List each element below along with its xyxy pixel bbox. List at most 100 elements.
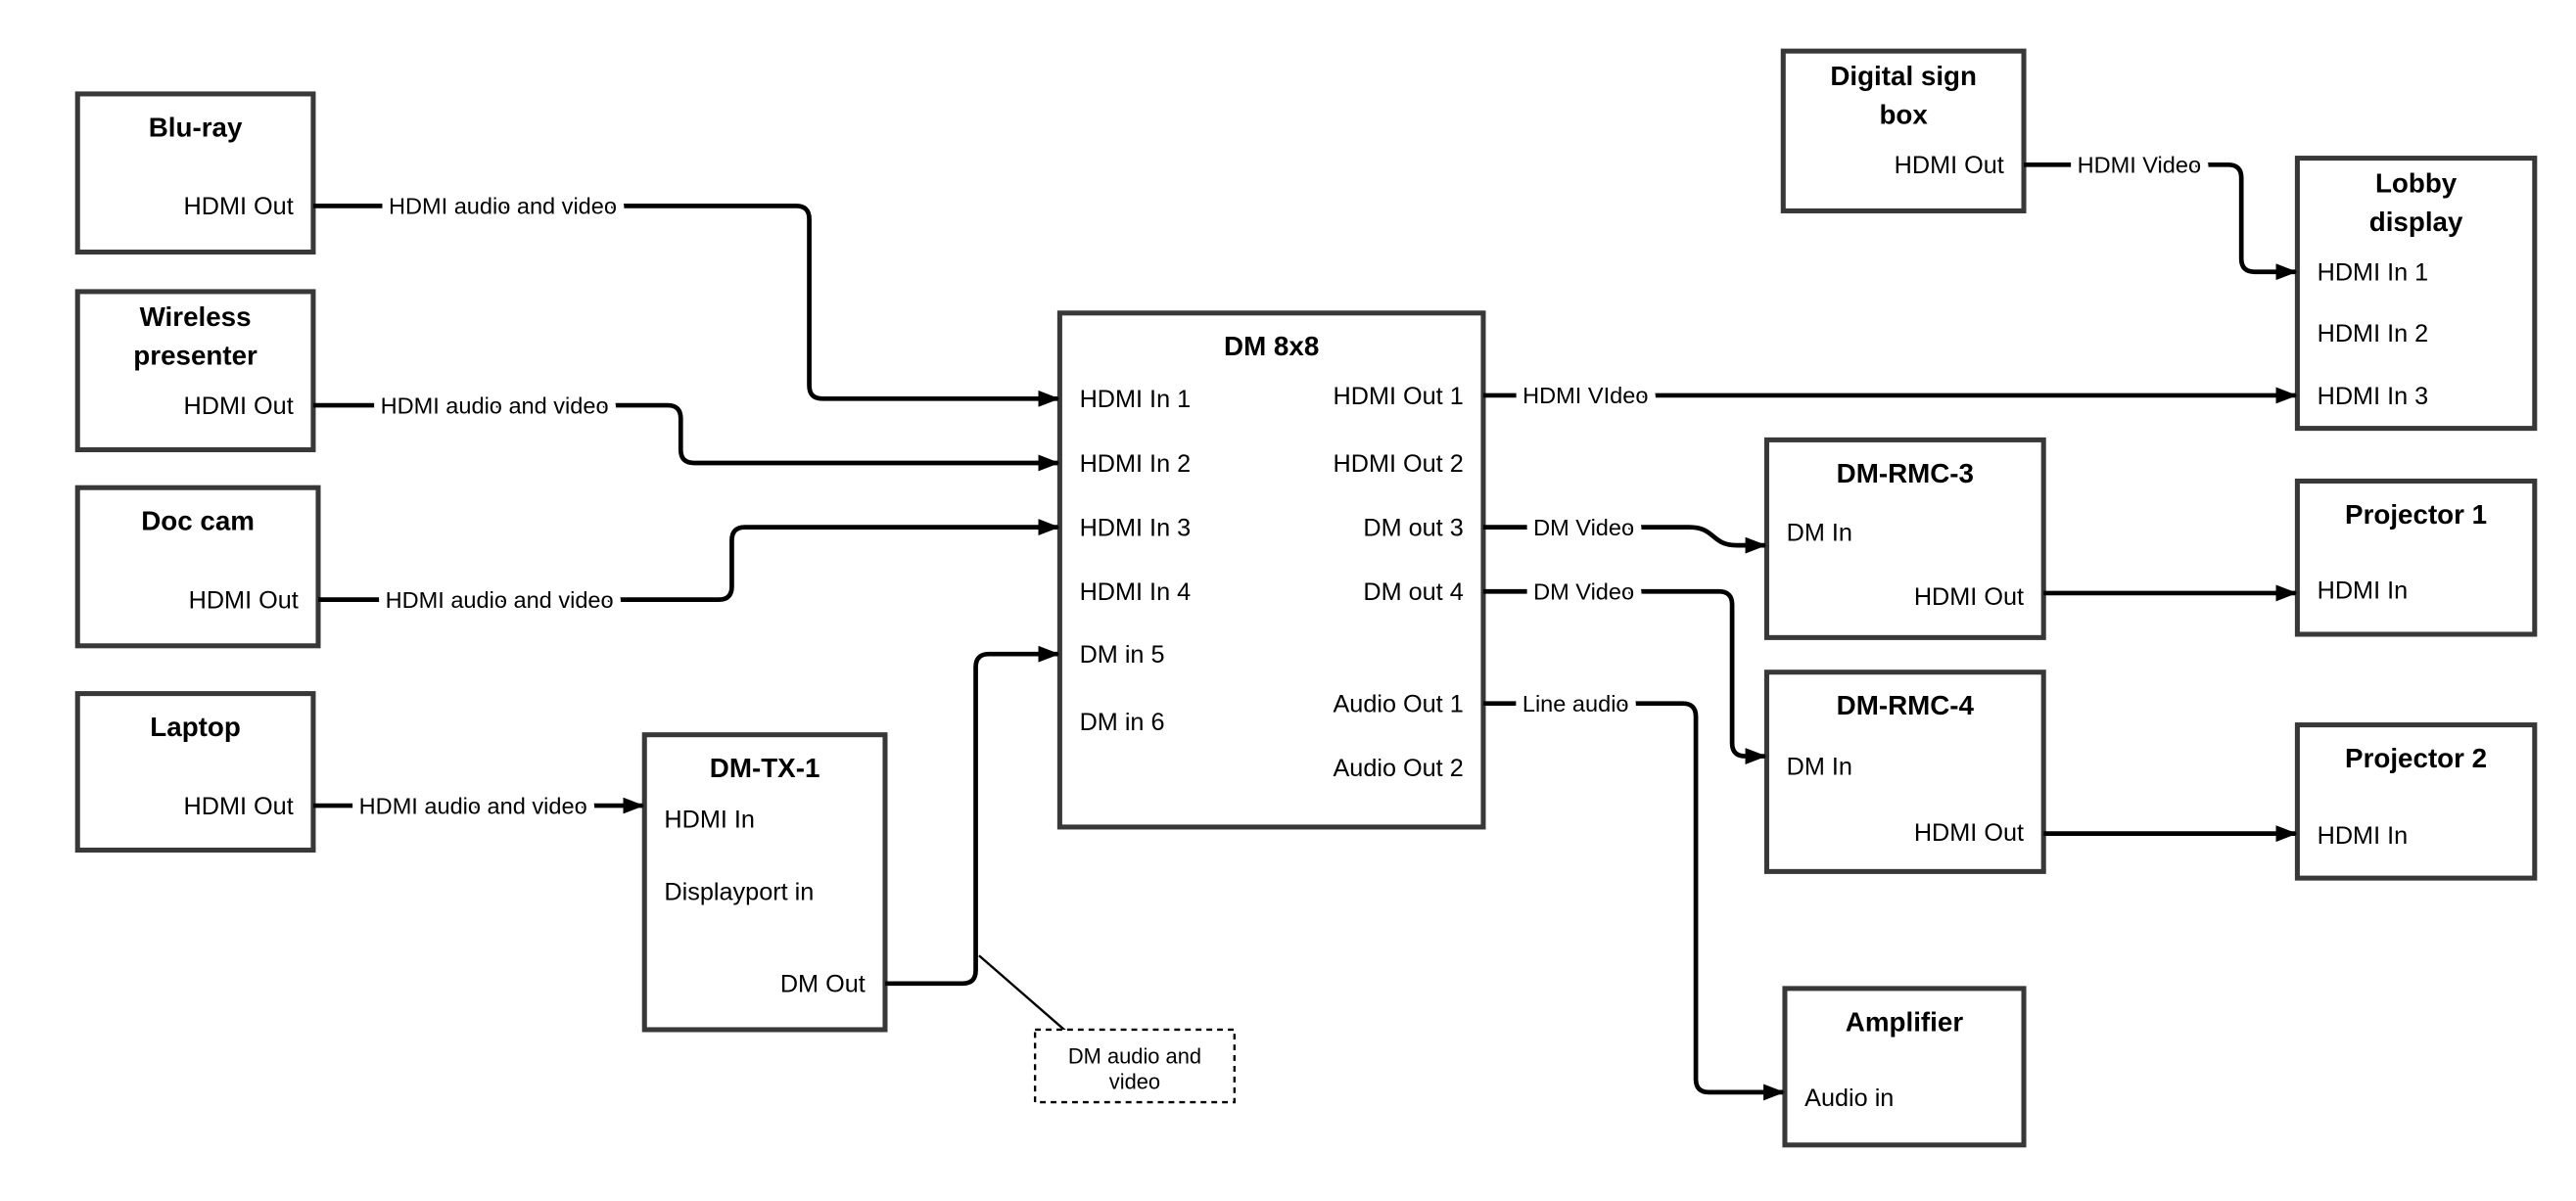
edge-dm8x8-out1-to-lobby-in3: HDMI VIdeo (1482, 375, 2298, 417)
dm-tx-1-port-displayport-in: Displayport in (664, 878, 814, 905)
dm-8x8-port-hdmi-out-2: HDMI Out 2 (1334, 450, 1464, 478)
edge-dm8x8-out4-to-dmrmc4-line (1482, 588, 1767, 764)
edge-dm8x8-audio1-to-amplifier: Line audio (1482, 683, 1785, 1101)
dm-8x8-port-dm-out-3: DM out 3 (1363, 514, 1463, 541)
edge-dm8x8-out3-to-dmrmc3: DM Video (1482, 506, 1767, 554)
edge-doccam-to-dm8x8-in3-line (317, 519, 1060, 603)
note-text: DM audio and (1068, 1044, 1201, 1069)
projector-2-box (2294, 722, 2538, 881)
dm-rmc-4-port-hdmi-out: HDMI Out (1914, 819, 2024, 847)
edge-wireless-to-dm8x8-in2-label: HDMI audio and video (381, 393, 609, 418)
projector-2-title: Projector 2 (2345, 743, 2487, 773)
dm-8x8-port-hdmi-in-4: HDMI In 4 (1080, 578, 1192, 606)
doc-cam-title: Doc cam (141, 506, 255, 536)
edge-dm8x8-audio1-to-amplifier-label: Line audio (1522, 691, 1629, 716)
dm-8x8-port-dm-out-4: DM out 4 (1363, 578, 1463, 606)
doc-cam-port-hdmi-out: HDMI Out (189, 586, 299, 614)
lobby-display-port-hdmi-in-1: HDMI In 1 (2318, 259, 2429, 287)
edge-bluray-to-dm8x8-in1: HDMI audio and video (312, 185, 1060, 407)
dm-8x8-port-hdmi-in-3: HDMI In 3 (1080, 514, 1192, 541)
projector-1-title: Projector 1 (2345, 499, 2487, 530)
edge-dm8x8-out4-to-dmrmc4: DM Video (1482, 571, 1767, 764)
dm-tx-1-title: DM-TX-1 (710, 753, 820, 783)
lobby-display-port-hdmi-in-2: HDMI In 2 (2318, 320, 2429, 347)
edge-bluray-to-dm8x8-in1-label: HDMI audio and video (389, 194, 617, 219)
edge-dm8x8-out3-to-dmrmc3-line (1482, 525, 1767, 554)
edge-dm8x8-out3-to-dmrmc3-label: DM Video (1533, 515, 1634, 540)
amplifier-title: Amplifier (1846, 1006, 1964, 1037)
projector-1-port-hdmi-in: HDMI In (2318, 577, 2409, 604)
edge-wireless-to-dm8x8-in2: HDMI audio and video (312, 385, 1060, 472)
edge-doccam-to-dm8x8-in3: HDMI audio and video (317, 519, 1060, 621)
edge-wireless-to-dm8x8-in2-line (312, 402, 1060, 472)
digital-sign-box-box (1780, 48, 2027, 213)
laptop-title: Laptop (150, 712, 241, 742)
lobby-display-box (2294, 156, 2538, 432)
blu-ray-port-hdmi-out: HDMI Out (184, 193, 294, 220)
blu-ray-box (74, 91, 316, 255)
dm-8x8-title: DM 8x8 (1224, 331, 1319, 361)
doc-cam-box (74, 485, 321, 649)
wireless-presenter-box (74, 289, 316, 453)
note-box (1033, 1028, 1236, 1104)
digital-sign-box-title: box (1879, 100, 1928, 130)
dm-8x8-port-hdmi-in-1: HDMI In 1 (1080, 386, 1192, 413)
dm-tx-1-port-hdmi-in: HDMI In (664, 806, 755, 833)
dm-8x8-port-dm-in-5: DM in 5 (1080, 641, 1165, 669)
node-projector-2: Projector 2 HDMI In (2294, 722, 2538, 881)
amplifier-box (1782, 986, 2027, 1148)
amplifier-port-audio-in: Audio in (1804, 1085, 1894, 1112)
lobby-display-port-hdmi-in-3: HDMI In 3 (2318, 383, 2429, 410)
edge-dmtx1-to-dm8x8-in5-line (884, 645, 1060, 987)
dm-rmc-3-box (1763, 437, 2046, 640)
edge-digitalsign-to-lobby-in1-line (2024, 162, 2298, 281)
edge-dm8x8-audio1-to-amplifier-line (1482, 701, 1785, 1101)
dm-8x8-port-hdmi-in-2: HDMI In 2 (1080, 450, 1192, 478)
dm-8x8-port-audio-out-1: Audio Out 1 (1333, 691, 1463, 718)
note-leader-line (978, 954, 1069, 1035)
node-dm-rmc-4: DM-RMC-4 DM In HDMI Out (1763, 670, 2046, 874)
edge-digitalsign-to-lobby-in1-label: HDMI Video (2078, 153, 2202, 178)
lobby-display-title: display (2369, 207, 2463, 237)
dm-rmc-4-box (1763, 670, 2046, 874)
digital-sign-box-title: Digital sign (1830, 61, 1977, 91)
digital-sign-box-port-hdmi-out: HDMI Out (1895, 152, 2004, 179)
dm-8x8-box (1056, 310, 1486, 830)
lobby-display-title: Lobby (2375, 168, 2458, 199)
wireless-presenter-title: Wireless (140, 301, 252, 332)
wireless-presenter-port-hdmi-out: HDMI Out (184, 393, 294, 420)
dm-tx-1-box (641, 732, 888, 1033)
dm-8x8-port-dm-in-6: DM in 6 (1080, 709, 1165, 736)
dm-rmc-4-title: DM-RMC-4 (1837, 690, 1975, 720)
node-projector-1: Projector 1 HDMI In (2294, 478, 2538, 637)
dm-rmc-3-port-dm-in: DM In (1787, 519, 1852, 546)
edge-doccam-to-dm8x8-in3-label: HDMI audio and video (386, 587, 614, 613)
dm-rmc-3-title: DM-RMC-3 (1837, 458, 1974, 488)
note-text: video (1109, 1070, 1160, 1094)
dm-rmc-3-port-hdmi-out: HDMI Out (1914, 583, 2024, 611)
laptop-port-hdmi-out: HDMI Out (184, 793, 294, 820)
edge-bluray-to-dm8x8-in1-line (312, 204, 1060, 407)
edge-dm8x8-out1-to-lobby-in3-label: HDMI VIdeo (1522, 383, 1648, 408)
dm-rmc-4-port-dm-in: DM In (1787, 753, 1852, 780)
edge-digitalsign-to-lobby-in1: HDMI Video (2024, 144, 2298, 281)
projector-2-port-hdmi-in: HDMI In (2318, 822, 2409, 850)
dm-8x8-port-audio-out-2: Audio Out 2 (1333, 755, 1463, 782)
dm-8x8-port-hdmi-out-1: HDMI Out 1 (1334, 383, 1464, 410)
edge-dmtx1-to-dm8x8-in5 (884, 645, 1060, 987)
edge-laptop-to-dmtx1: HDMI audio and video (312, 785, 645, 827)
wireless-presenter-title: presenter (133, 340, 258, 370)
dm-tx-1-port-dm-out: DM Out (780, 971, 866, 998)
laptop-box (74, 691, 316, 854)
